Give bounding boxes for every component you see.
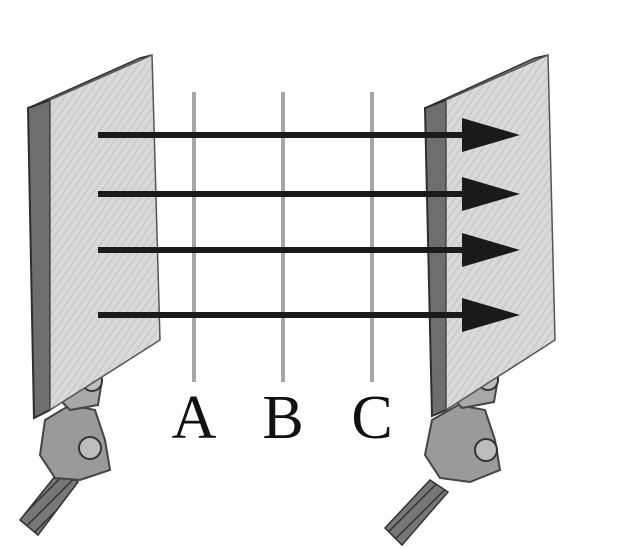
plane-label-c: C bbox=[351, 384, 392, 452]
left-cable bbox=[18, 468, 80, 537]
left-bracket bbox=[38, 403, 112, 482]
right-bracket bbox=[423, 403, 502, 484]
left-plate-face bbox=[49, 53, 161, 412]
right-cable bbox=[383, 479, 450, 547]
plane-label-b: B bbox=[262, 384, 303, 452]
plane-lines bbox=[192, 92, 374, 382]
field-arrowhead bbox=[462, 177, 520, 211]
right-plate-face bbox=[445, 53, 556, 412]
left-plate-assembly bbox=[18, 53, 161, 537]
field-arrows bbox=[98, 118, 520, 332]
right-plate-edge bbox=[423, 98, 447, 418]
plane-label-a: A bbox=[172, 384, 217, 452]
plane-labels: A B C bbox=[172, 384, 393, 452]
field-arrowhead bbox=[462, 118, 520, 152]
field-arrowhead bbox=[462, 233, 520, 267]
left-plate-edge bbox=[26, 98, 51, 420]
field-arrowhead bbox=[462, 298, 520, 332]
right-bolt-lower bbox=[474, 438, 498, 462]
left-bolt-lower bbox=[78, 436, 102, 460]
